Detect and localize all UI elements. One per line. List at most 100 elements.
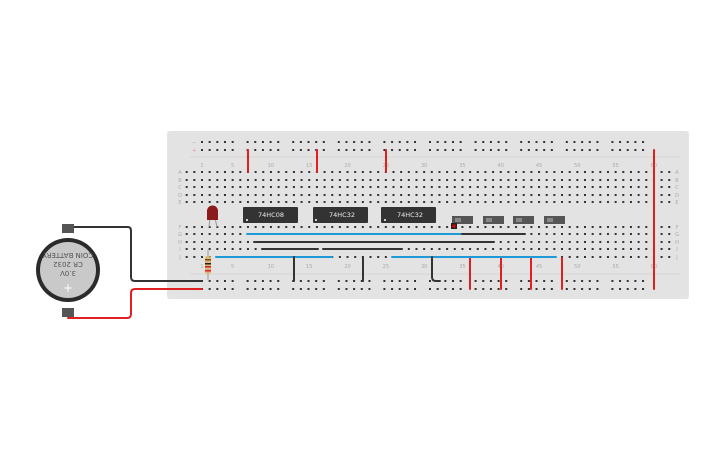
hole[interactable]: [201, 149, 203, 151]
hole[interactable]: [216, 179, 219, 181]
hole[interactable]: [444, 280, 447, 282]
hole[interactable]: [407, 201, 410, 203]
hole[interactable]: [545, 201, 548, 203]
hole[interactable]: [223, 288, 226, 290]
hole[interactable]: [614, 186, 617, 188]
hole[interactable]: [591, 256, 594, 258]
hole[interactable]: [223, 171, 226, 173]
hole[interactable]: [261, 288, 264, 290]
hole[interactable]: [208, 179, 211, 181]
hole[interactable]: [637, 226, 640, 228]
hole[interactable]: [469, 226, 472, 228]
hole[interactable]: [543, 141, 546, 143]
hole[interactable]: [668, 201, 671, 203]
hole[interactable]: [629, 194, 632, 196]
hole[interactable]: [337, 141, 340, 143]
hole[interactable]: [406, 280, 409, 282]
hole[interactable]: [239, 241, 242, 243]
hole[interactable]: [384, 226, 387, 228]
hole[interactable]: [239, 226, 242, 228]
hole[interactable]: [216, 241, 219, 243]
hole[interactable]: [239, 171, 242, 173]
hole[interactable]: [660, 241, 663, 243]
hole[interactable]: [611, 141, 614, 143]
hole[interactable]: [369, 194, 372, 196]
hole[interactable]: [599, 201, 602, 203]
hole[interactable]: [553, 226, 556, 228]
hole[interactable]: [576, 186, 579, 188]
hole[interactable]: [622, 233, 625, 235]
hole[interactable]: [629, 256, 632, 258]
hole[interactable]: [277, 141, 280, 143]
hole[interactable]: [246, 226, 249, 228]
slide-switch[interactable]: [544, 216, 565, 224]
hole[interactable]: [507, 179, 510, 181]
hole[interactable]: [377, 179, 380, 181]
hole[interactable]: [315, 194, 318, 196]
hole[interactable]: [645, 241, 648, 243]
hole[interactable]: [626, 149, 629, 151]
hole[interactable]: [430, 179, 433, 181]
hole[interactable]: [223, 141, 226, 143]
hole[interactable]: [599, 179, 602, 181]
hole[interactable]: [629, 201, 632, 203]
hole[interactable]: [201, 179, 203, 181]
hole[interactable]: [474, 288, 477, 290]
hole[interactable]: [489, 149, 492, 151]
hole[interactable]: [444, 149, 447, 151]
hole[interactable]: [369, 256, 372, 258]
hole[interactable]: [568, 233, 571, 235]
hole[interactable]: [331, 226, 334, 228]
hole[interactable]: [223, 149, 226, 151]
hole[interactable]: [637, 248, 640, 250]
hole[interactable]: [400, 201, 403, 203]
hole[interactable]: [522, 248, 525, 250]
hole[interactable]: [338, 194, 341, 196]
hole[interactable]: [208, 288, 211, 290]
hole[interactable]: [414, 288, 417, 290]
hole[interactable]: [231, 194, 234, 196]
hole[interactable]: [185, 256, 188, 258]
hole[interactable]: [545, 194, 548, 196]
hole[interactable]: [231, 141, 234, 143]
hole[interactable]: [353, 141, 356, 143]
hole[interactable]: [469, 171, 472, 173]
hole[interactable]: [568, 226, 571, 228]
hole[interactable]: [505, 288, 508, 290]
hole[interactable]: [668, 241, 671, 243]
hole[interactable]: [346, 201, 349, 203]
hole[interactable]: [208, 280, 211, 282]
hole[interactable]: [645, 256, 648, 258]
hole[interactable]: [611, 149, 614, 151]
hole[interactable]: [568, 256, 571, 258]
hole[interactable]: [185, 179, 188, 181]
hole[interactable]: [223, 179, 226, 181]
hole[interactable]: [622, 248, 625, 250]
hole[interactable]: [568, 194, 571, 196]
hole[interactable]: [383, 141, 386, 143]
hole[interactable]: [216, 233, 219, 235]
hole[interactable]: [231, 201, 234, 203]
hole[interactable]: [474, 141, 477, 143]
hole[interactable]: [446, 201, 449, 203]
hole[interactable]: [538, 171, 541, 173]
hole[interactable]: [239, 194, 242, 196]
hole[interactable]: [568, 248, 571, 250]
hole[interactable]: [538, 201, 541, 203]
hole[interactable]: [285, 194, 288, 196]
hole[interactable]: [292, 186, 295, 188]
hole[interactable]: [315, 141, 318, 143]
hole[interactable]: [492, 201, 495, 203]
hole[interactable]: [415, 171, 418, 173]
hole[interactable]: [308, 179, 311, 181]
hole[interactable]: [299, 141, 302, 143]
hole[interactable]: [400, 171, 403, 173]
hole[interactable]: [637, 186, 640, 188]
hole[interactable]: [185, 241, 188, 243]
hole[interactable]: [300, 179, 303, 181]
hole[interactable]: [461, 186, 464, 188]
hole[interactable]: [208, 233, 211, 235]
hole[interactable]: [573, 288, 576, 290]
hole[interactable]: [530, 226, 533, 228]
hole[interactable]: [292, 179, 295, 181]
